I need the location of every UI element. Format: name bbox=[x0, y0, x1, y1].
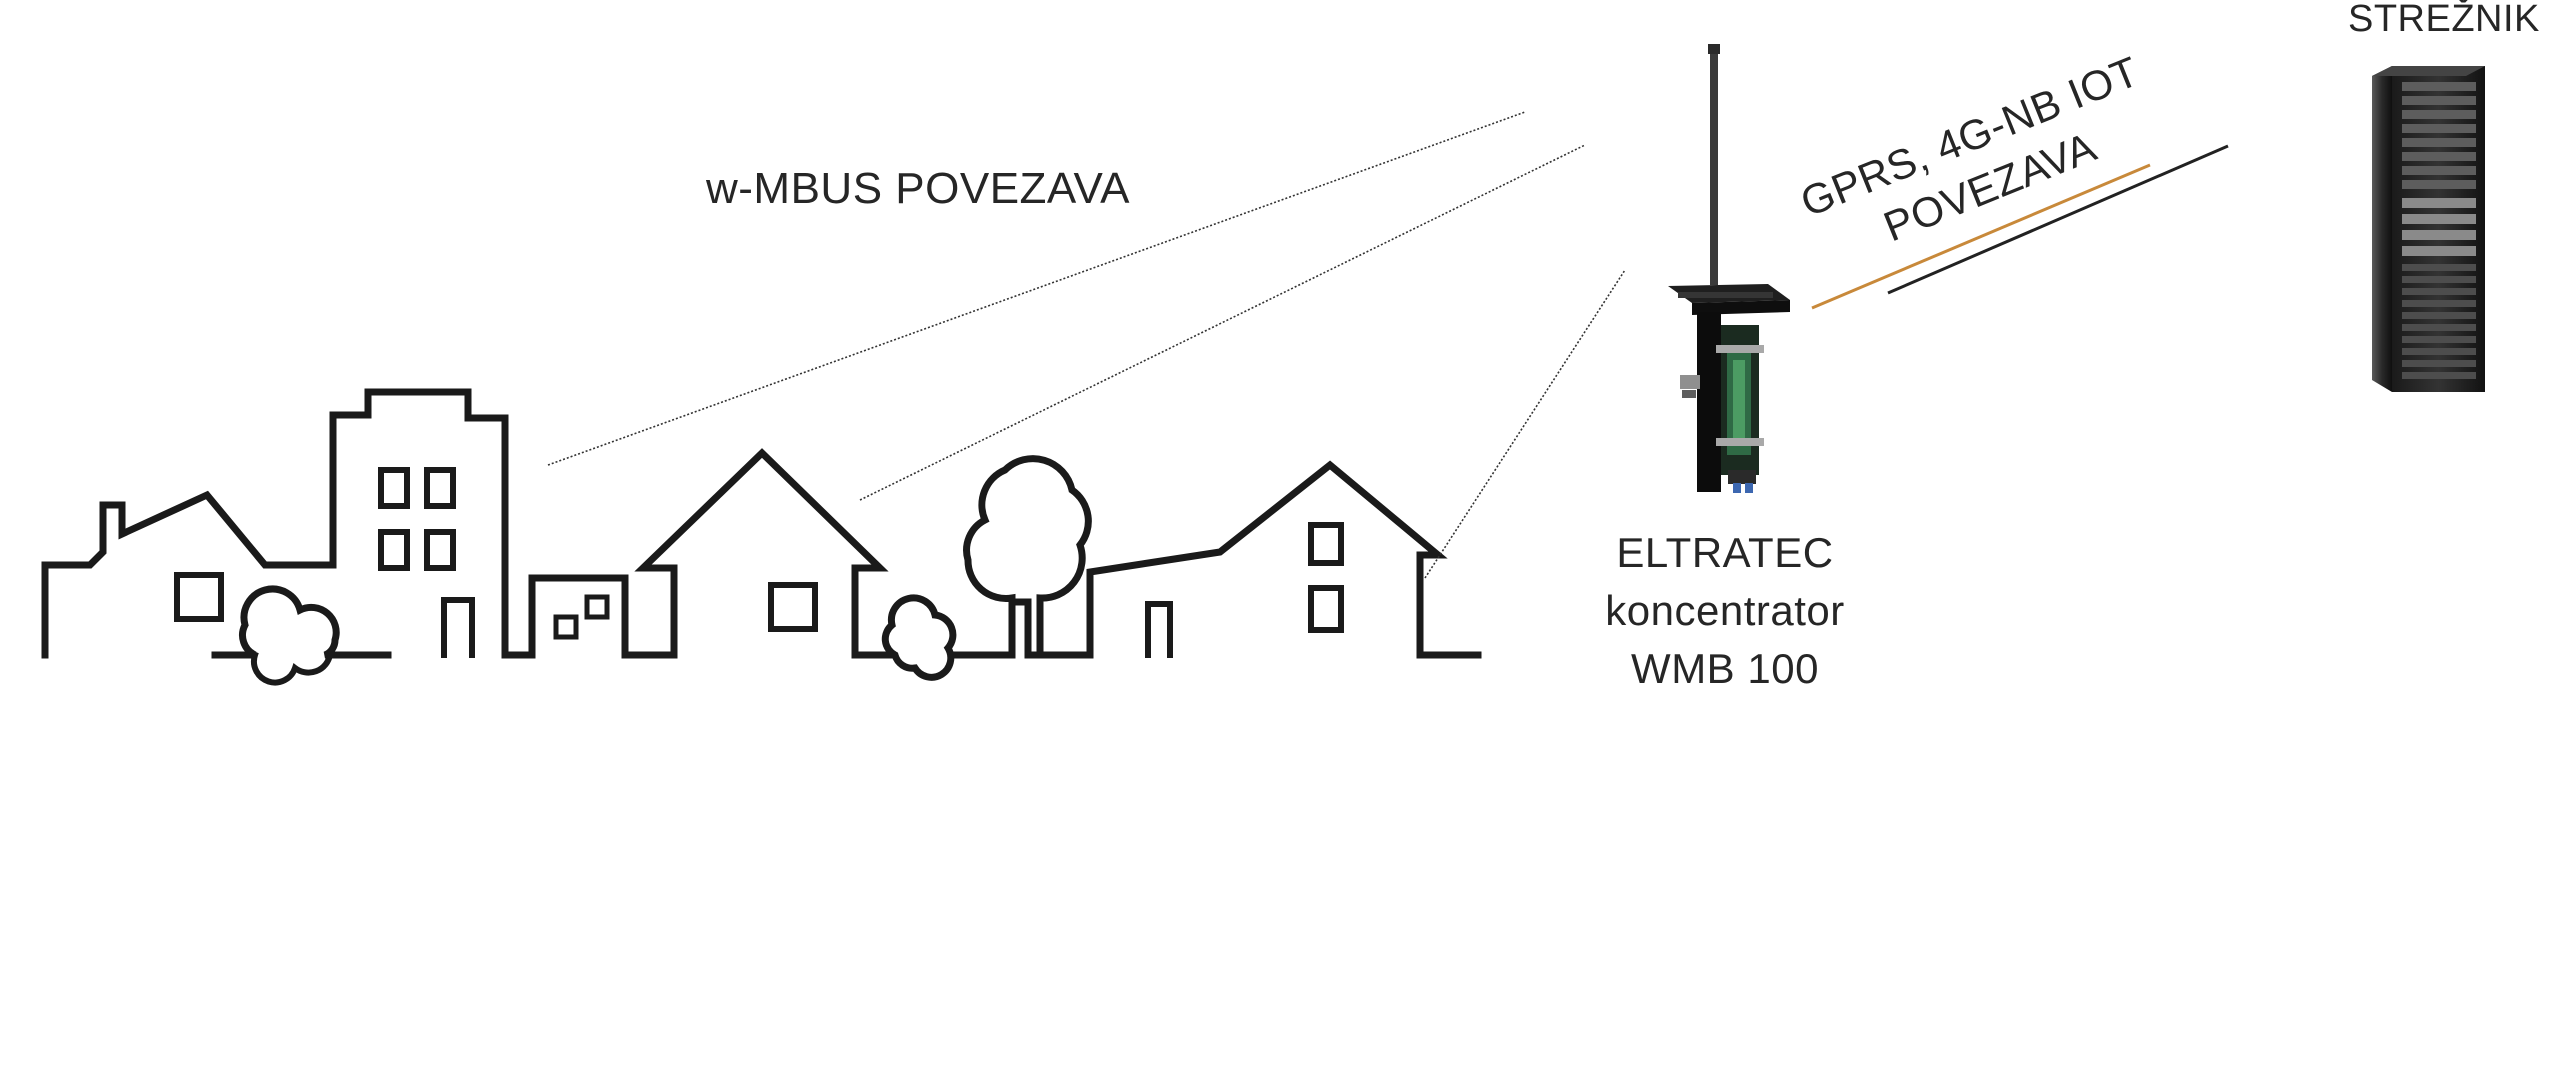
server-rack-icon bbox=[2372, 66, 2485, 392]
server-label: STREŽNIK bbox=[2348, 0, 2540, 40]
concentrator-label-line1: ELTRATEC bbox=[1616, 529, 1834, 576]
gprs-links bbox=[1811, 144, 2229, 310]
gprs-link-orange bbox=[1811, 163, 2151, 310]
wmbus-link-line bbox=[859, 144, 1586, 501]
concentrator-label-line2: koncentrator bbox=[1605, 587, 1845, 634]
gprs-link-dark bbox=[1887, 144, 2229, 295]
wmbus-link-line bbox=[547, 111, 1526, 466]
wmbus-link-label: w-MBUS POVEZAVA bbox=[706, 164, 1130, 213]
wmbus-links bbox=[547, 111, 1626, 579]
houses-skyline-icon bbox=[41, 388, 1482, 686]
concentrator-device-icon bbox=[1668, 44, 1790, 493]
concentrator-label: ELTRATEC koncentrator WMB 100 bbox=[1550, 524, 1900, 698]
concentrator-label-line3: WMB 100 bbox=[1631, 645, 1819, 692]
wmbus-link-line bbox=[1424, 269, 1626, 579]
